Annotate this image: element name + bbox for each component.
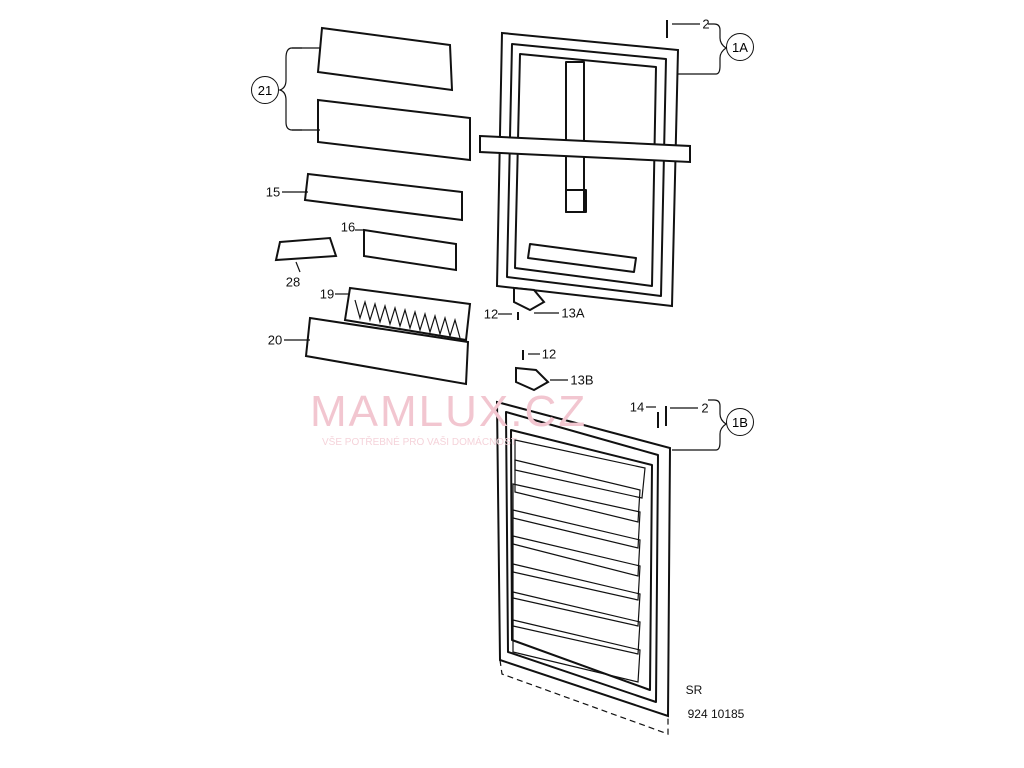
watermark-brand: MAMLUX.CZ [310, 387, 588, 436]
egg-tray-28 [274, 236, 338, 262]
part-label-19: 19 [319, 286, 335, 302]
hinge-13B [515, 366, 550, 392]
door-shelf-20 [304, 316, 470, 386]
part-label-12-lower: 12 [541, 346, 557, 362]
upper-door-frame [479, 31, 691, 308]
screws [517, 20, 668, 428]
part-label-16: 16 [340, 219, 356, 235]
part-label-13A: 13A [561, 305, 585, 321]
lower-door-frame [495, 400, 672, 735]
part-label-14: 14 [629, 399, 645, 415]
shelf-rack-19 [343, 286, 472, 342]
part-label-15: 15 [265, 184, 281, 200]
hinge-13A [513, 286, 546, 312]
part-label-28: 28 [285, 274, 301, 290]
part-label-21: 21 [251, 76, 279, 104]
part-label-13B: 13B [570, 372, 594, 388]
part-label-1B: 1B [726, 408, 754, 436]
footer-code-sr: SR [685, 683, 703, 697]
door-shelf-15 [303, 172, 463, 222]
footer-drawing-number: 924 10185 [687, 707, 745, 721]
small-shelf-16 [363, 228, 457, 272]
part-label-1A: 1A [726, 33, 754, 61]
part-label-2-upper: 2 [702, 16, 710, 32]
part-label-2-lower: 2 [701, 400, 709, 416]
part-label-20: 20 [267, 332, 283, 348]
door-shelf-lid-21 [316, 26, 471, 162]
part-label-12-upper: 12 [483, 306, 499, 322]
watermark-tagline: VŠE POTŘEBNÉ PRO VAŠI DOMÁCNOST [322, 437, 517, 448]
